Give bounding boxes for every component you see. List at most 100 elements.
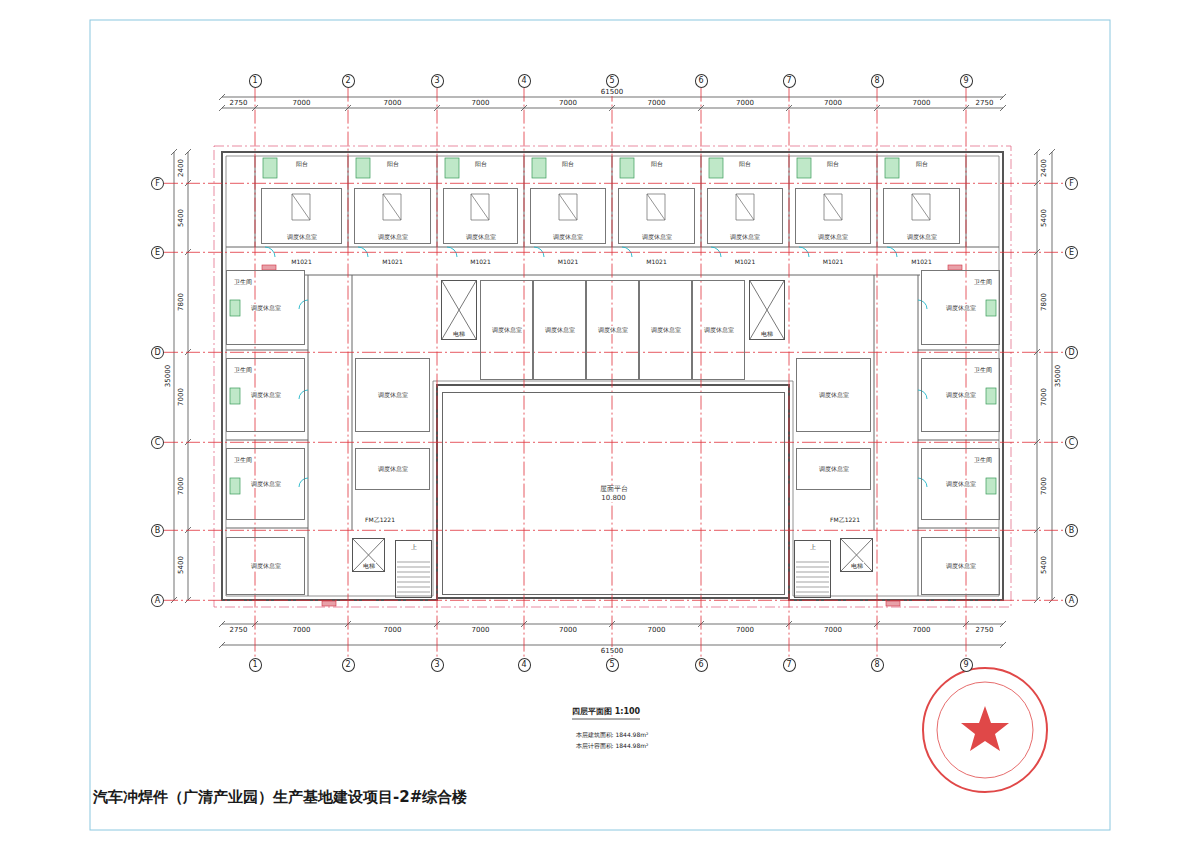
- beds: [292, 194, 930, 220]
- room-label: 调度休息室: [286, 233, 318, 240]
- axis-bubble: 3: [431, 74, 444, 88]
- axis-line: [612, 88, 613, 658]
- axis-bubble: 8: [871, 74, 884, 88]
- axis-label: 2: [345, 76, 350, 86]
- axis-label: 6: [698, 660, 703, 670]
- window-mark: [886, 601, 900, 606]
- corridor-wall: [352, 275, 353, 530]
- room-label: 调度休息室: [465, 233, 497, 240]
- room-label: 上: [410, 543, 418, 550]
- room-label: 调度休息室: [641, 233, 673, 240]
- room-label: 调度休息室: [377, 391, 409, 398]
- bed: [292, 194, 310, 220]
- axis-bubble: 9: [960, 658, 973, 672]
- dimension-text: 7000: [735, 99, 755, 107]
- bed: [824, 194, 842, 220]
- dimension-text: 7000: [177, 476, 185, 496]
- room-label: 调度休息室: [250, 480, 282, 487]
- bathroom-fixture: [356, 158, 370, 178]
- axis-label: 1: [252, 660, 257, 670]
- axis-label: 2: [345, 660, 350, 670]
- door-swings: [265, 247, 927, 487]
- axis-label: 7: [786, 76, 791, 86]
- room-label: 调度休息室: [729, 233, 761, 240]
- dimension-text: 7000: [383, 626, 403, 634]
- corridor-wall: [305, 275, 920, 276]
- axis-line: [164, 600, 1065, 601]
- axis-line: [164, 183, 1065, 184]
- room: 调度休息室: [355, 358, 430, 432]
- door-code: M1021: [734, 259, 756, 266]
- dimension-text: 5400: [1040, 555, 1048, 575]
- room: 调度休息室: [533, 280, 586, 380]
- dimension-text: 7000: [471, 99, 491, 107]
- dimension-text: 35000: [164, 364, 172, 388]
- bed: [736, 194, 754, 220]
- dimension-text: 7000: [177, 387, 185, 407]
- axis-bubble: 7: [783, 74, 796, 88]
- dimension-text: 2750: [229, 99, 249, 107]
- room: 调度休息室: [530, 188, 606, 244]
- axis-label: 5: [609, 76, 614, 86]
- elevator-cross-line: [841, 539, 872, 571]
- room-partition: [226, 350, 999, 528]
- room-label: 电梯: [452, 330, 466, 337]
- room-label: 阳台: [386, 161, 400, 168]
- project-title: 汽车冲焊件（广清产业园）生产基地建设项目-2#综合楼: [92, 789, 468, 806]
- dimension-text: 7800: [1040, 292, 1048, 312]
- room-label: 阳台: [738, 161, 752, 168]
- door-code: M1021: [381, 259, 403, 266]
- axis-bubble: C: [151, 436, 164, 450]
- door-code: M1021: [469, 259, 491, 266]
- window-mark: [322, 601, 336, 606]
- dimension-text: 7000: [647, 626, 667, 634]
- axis-line: [966, 88, 967, 658]
- room-label: 电梯: [760, 330, 774, 337]
- axis-bubble: B: [151, 524, 164, 538]
- corridor-wall: [308, 275, 309, 596]
- room-label: 阳台: [474, 161, 488, 168]
- room-label: 阳台: [915, 161, 929, 168]
- area-note: 本层建筑面积: 1844.98m²: [575, 732, 650, 739]
- bathroom-fixture: [986, 388, 996, 404]
- room-label: 调度休息室: [250, 562, 282, 569]
- bathroom-fixture: [797, 158, 811, 178]
- room-label: 调度休息室: [377, 465, 409, 472]
- room-label: 电梯: [850, 562, 864, 569]
- room: 调度休息室: [795, 188, 871, 244]
- room-label: 调度休息室: [491, 326, 523, 333]
- axis-bubble: 4: [518, 74, 531, 88]
- axis-bubble: F: [1065, 177, 1078, 191]
- stair-tread: [796, 562, 829, 592]
- dimension-text: 7000: [735, 626, 755, 634]
- door-arc: [299, 300, 927, 487]
- axis-bubble: 7: [783, 658, 796, 672]
- bathroom-fixture: [885, 158, 899, 178]
- room-label: 调度休息室: [945, 391, 977, 398]
- room: 调度休息室: [480, 280, 533, 380]
- room: 调度休息室: [261, 188, 342, 244]
- axis-bubble: B: [1065, 524, 1078, 538]
- bathroom-fixture: [986, 300, 996, 316]
- axis-bubble: E: [151, 246, 164, 260]
- corridor-wall: [874, 275, 875, 530]
- dimension-text: 7000: [471, 626, 491, 634]
- axis-line: [164, 252, 1065, 253]
- room: 调度休息室: [354, 188, 431, 244]
- railing: [437, 597, 789, 599]
- stamp-star: [961, 706, 1009, 751]
- room-label: 屋面平台: [599, 485, 629, 493]
- bed: [471, 194, 489, 220]
- drawing-caption: 四层平面图 1:100: [571, 707, 641, 716]
- dimension-text: 2750: [975, 99, 995, 107]
- dimension-text: 5400: [1040, 208, 1048, 228]
- room-label: 调度休息室: [250, 391, 282, 398]
- sanitary-fixtures: [230, 158, 996, 494]
- room-label: 卫生间: [233, 457, 253, 464]
- elevator: 电梯: [441, 280, 477, 340]
- dimension-text: 2750: [229, 626, 249, 634]
- dimension-text: 7000: [292, 626, 312, 634]
- elevator: 电梯: [749, 280, 785, 340]
- axis-label: 7: [786, 660, 791, 670]
